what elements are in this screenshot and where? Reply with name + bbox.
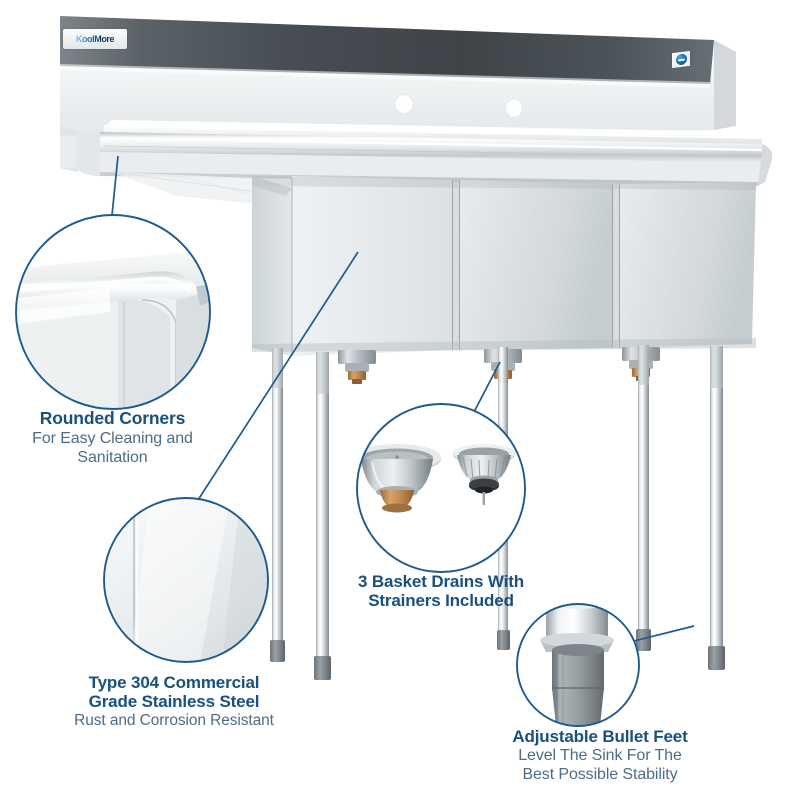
compartment-1 <box>292 176 452 356</box>
drain-fitting-1 <box>338 350 376 384</box>
leg-rear-right <box>636 345 651 651</box>
callout-title-stainless-line1: Type 304 Commercial <box>88 673 260 692</box>
callout-sub-rounded-corners-line2: Sanitation <box>77 448 148 466</box>
callout-sub-bullet-feet-line1: Level The Sink For The <box>518 747 682 765</box>
faucet-hole-right <box>505 99 523 117</box>
compartment-3 <box>620 182 756 348</box>
callout-bullet-feet <box>516 603 640 727</box>
strainer-basket <box>453 444 515 505</box>
callout-title-bullet-feet: Adjustable Bullet Feet <box>512 727 688 746</box>
bullet-foot-rear-right <box>636 629 651 651</box>
callout-text-stainless-steel: Type 304 Commercial Grade Stainless Stee… <box>28 673 320 729</box>
leader-line-rounded-corners <box>111 155 119 216</box>
leader-line-basket-drains <box>473 361 501 413</box>
callout-sub-stainless: Rust and Corrosion Resistant <box>74 712 274 730</box>
sink-left-side-panel <box>252 176 292 356</box>
callout-basket-drains <box>356 403 526 573</box>
callout-title-basket-drains-line1: 3 Basket Drains With <box>358 572 524 591</box>
callout-sub-bullet-feet-line2: Best Possible Stability <box>522 765 678 783</box>
faucet-hole-left <box>395 94 413 114</box>
leg-front-left <box>314 352 331 680</box>
sink-backsplash <box>60 16 736 172</box>
leg-rear-left <box>270 348 285 662</box>
leg-tube-closeup <box>546 604 608 642</box>
sink-top-deck <box>76 120 773 208</box>
callout-text-basket-drains: 3 Basket Drains With Strainers Included <box>330 572 552 610</box>
leg-front-right <box>708 346 725 670</box>
callout-stainless-steel <box>103 497 269 663</box>
certification-emblem <box>672 50 690 69</box>
callout-sub-rounded-corners-line1: For Easy Cleaning and <box>32 429 193 447</box>
bullet-foot-front-right <box>708 646 725 670</box>
bullet-foot-front-left <box>314 656 331 680</box>
brand-logo-plate: KoolMore <box>63 29 127 49</box>
sink-compartments <box>252 176 756 356</box>
backsplash-reflection-band <box>60 16 714 84</box>
callout-title-basket-drains-line2: Strainers Included <box>368 591 514 611</box>
certification-emblem-disc <box>675 53 687 66</box>
bullet-foot-rear-left <box>270 640 285 662</box>
basket-drain-body <box>357 444 441 513</box>
rolled-front-edge <box>100 132 765 163</box>
callout-title-rounded-corners: Rounded Corners <box>39 408 186 428</box>
leader-line-stainless-steel <box>197 251 359 501</box>
callout-text-rounded-corners: Rounded Corners For Easy Cleaning and Sa… <box>0 408 225 466</box>
callout-title-stainless-line2: Grade Stainless Steel <box>88 692 260 712</box>
callout-rounded-corners <box>15 214 211 410</box>
compartment-2 <box>460 180 612 350</box>
bullet-foot-rear-middle <box>497 630 510 650</box>
callout-text-bullet-feet: Adjustable Bullet Feet Level The Sink Fo… <box>460 727 740 784</box>
brand-logo-text: KoolMore <box>75 33 115 45</box>
